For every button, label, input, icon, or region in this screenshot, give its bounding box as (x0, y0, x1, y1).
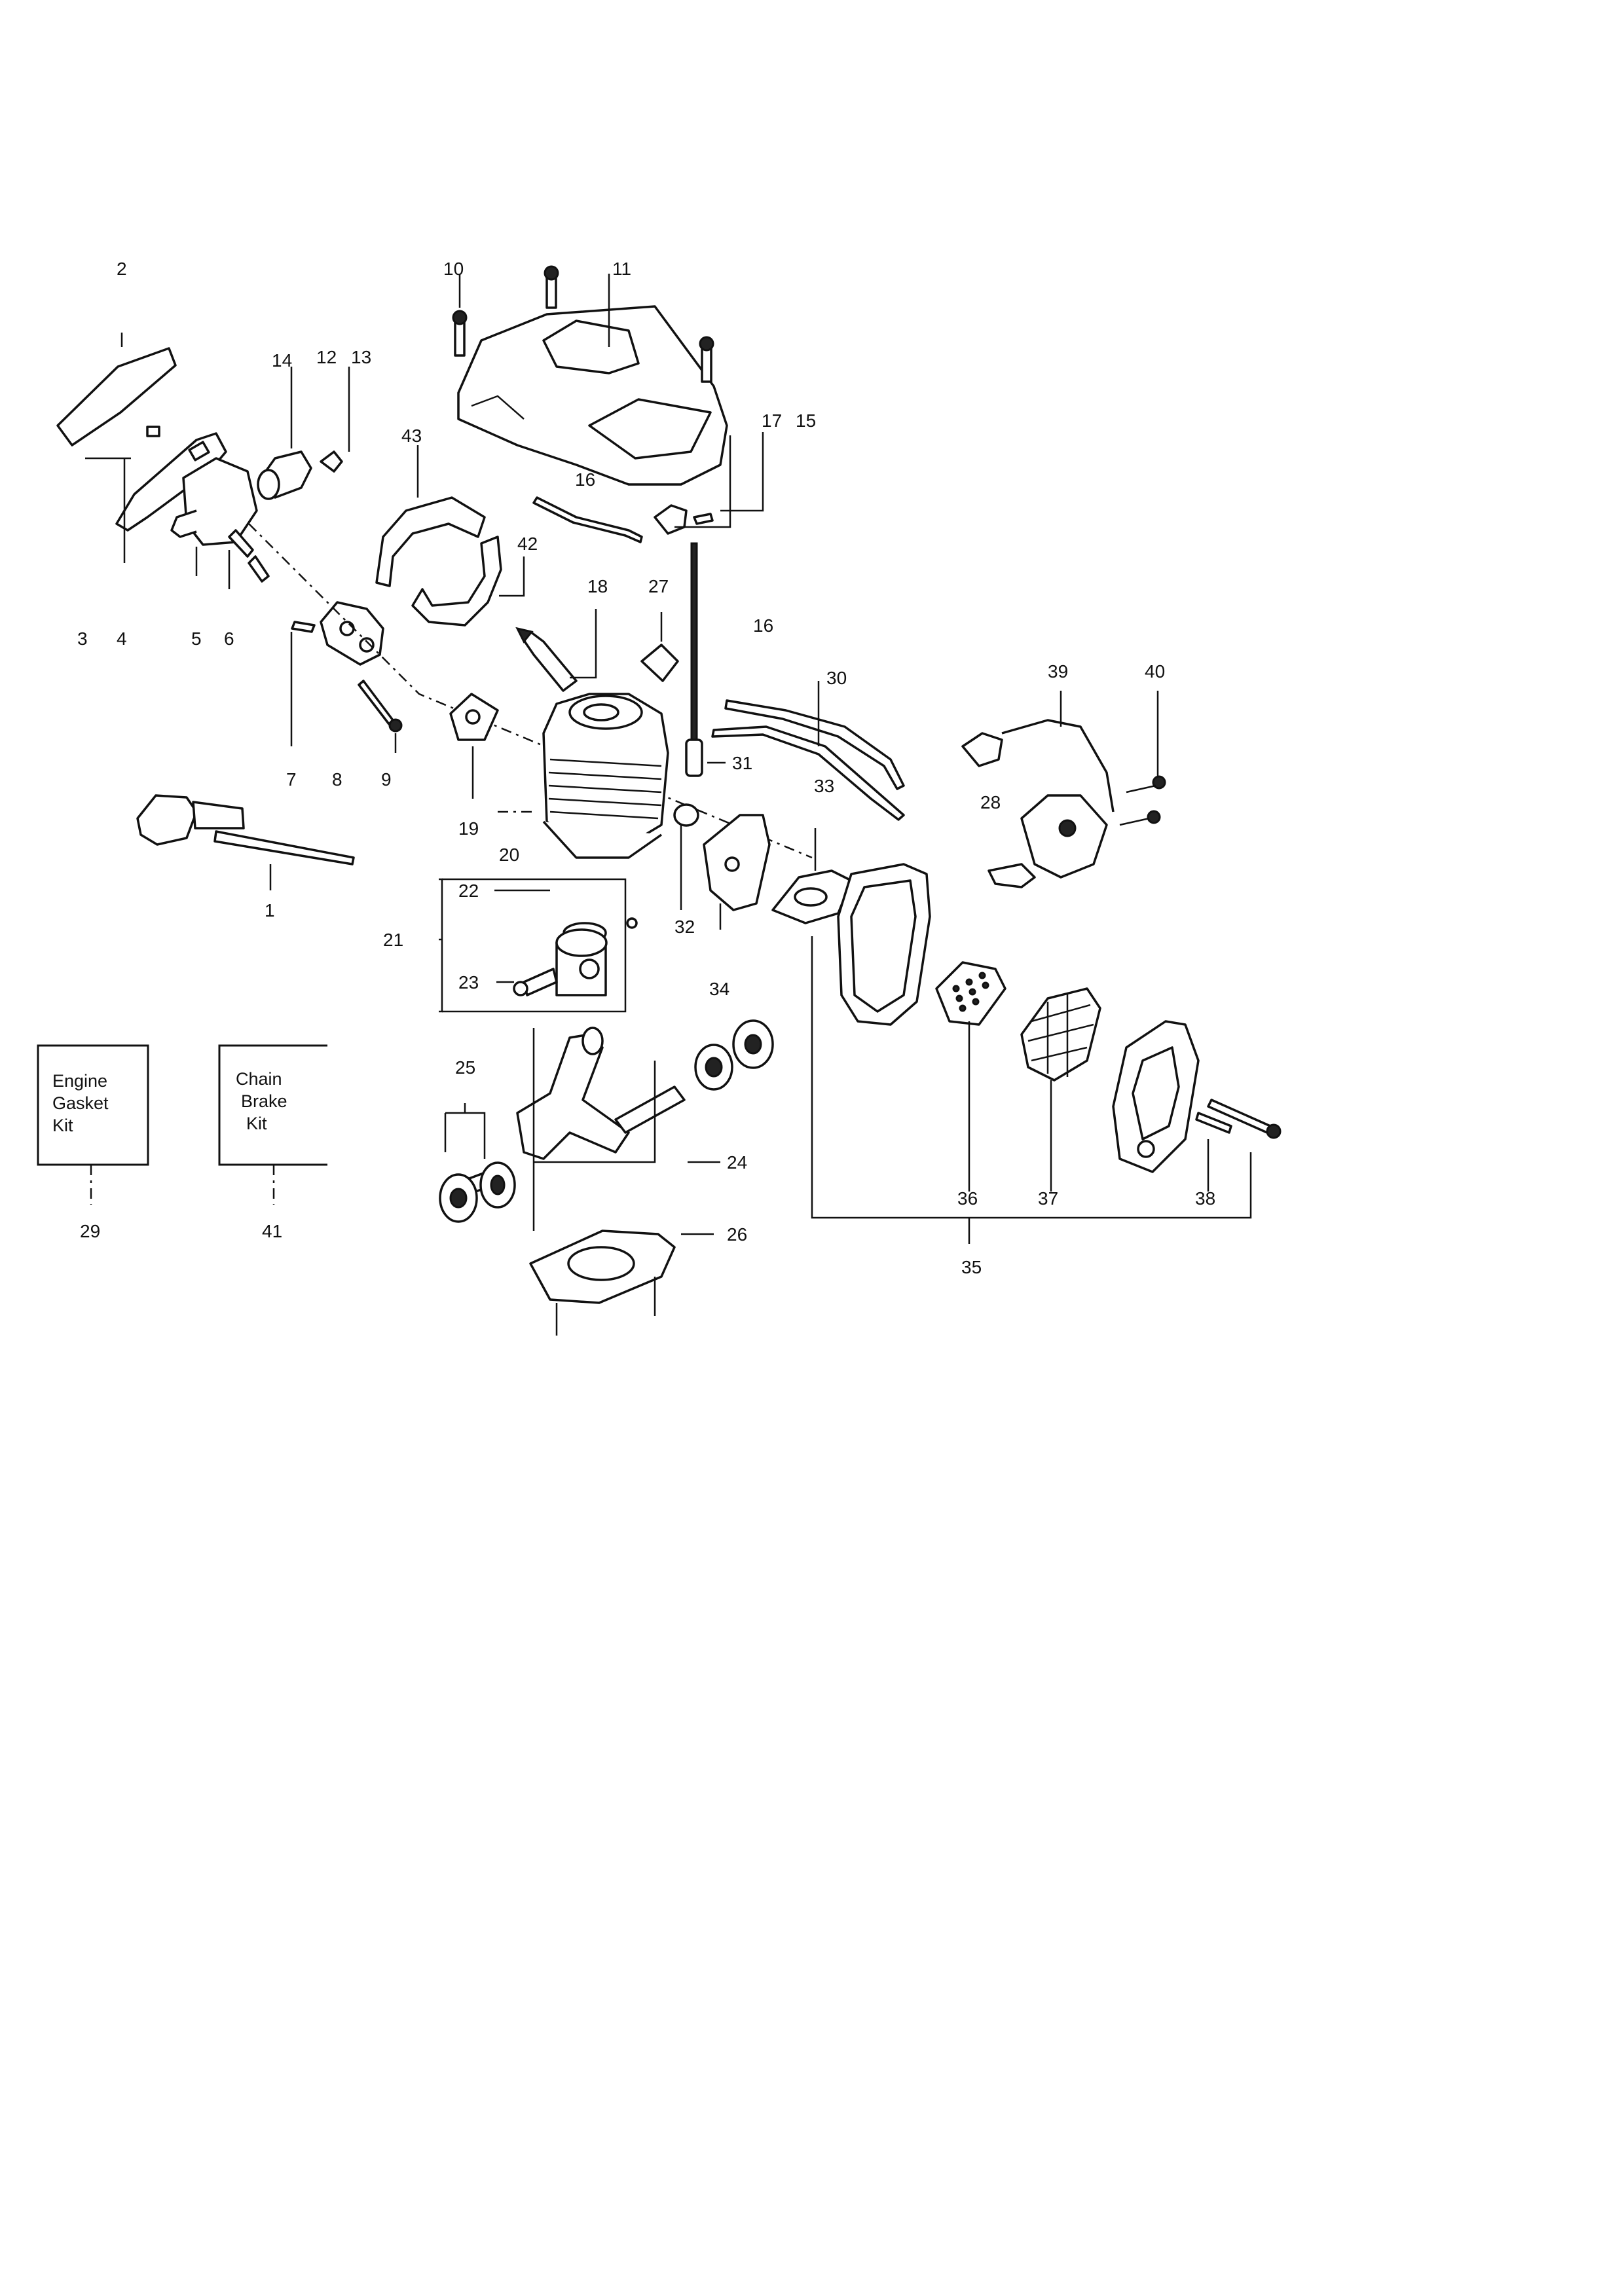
callout-13: 13 (351, 347, 371, 367)
callout-8: 8 (332, 769, 342, 790)
svg-text:Engine: Engine (52, 1071, 107, 1091)
callout-41: 41 (262, 1221, 282, 1241)
crank-bearings-part (439, 1019, 774, 1223)
callout-18: 18 (587, 576, 608, 596)
bar-wrench-part (136, 794, 355, 890)
muffler-bracket-part (703, 814, 771, 930)
callout-7: 7 (286, 769, 297, 790)
heat-shield-lower-part (411, 536, 525, 627)
spark-plug-boot-part (640, 612, 679, 682)
callout-42: 42 (517, 534, 538, 554)
callout-34: 34 (709, 979, 729, 999)
muffler-cover-part (811, 936, 1282, 1244)
svg-text:Chain: Chain (236, 1069, 282, 1089)
callout-33: 33 (814, 776, 834, 796)
top-cover-part (452, 265, 728, 486)
callout-43: 43 (401, 426, 422, 446)
callout-16-lower: 16 (753, 615, 773, 636)
callout-15: 15 (796, 410, 816, 431)
muffler-plate-part (935, 961, 1006, 1192)
crankcase-half-part (529, 1230, 714, 1336)
engine-gasket-kit-box: Engine Gasket Kit (37, 1044, 149, 1205)
callout-17: 17 (762, 410, 782, 431)
callout-32: 32 (674, 917, 695, 937)
callout-23: 23 (458, 972, 479, 993)
ignition-wires-part (711, 681, 905, 821)
callout-16-upper: 16 (575, 469, 595, 490)
muffler-body-part (837, 863, 931, 1026)
intake-boot-part (257, 367, 350, 500)
callout-25: 25 (455, 1057, 475, 1078)
callout-28: 28 (980, 792, 1001, 812)
callout-14: 14 (272, 350, 292, 371)
carburetor-assembly-part (85, 426, 270, 589)
ignition-module-part (961, 691, 1166, 888)
callout-3: 3 (77, 629, 88, 649)
piston-assembly-part (439, 878, 638, 1013)
callout-39: 39 (1048, 661, 1068, 682)
cylinder-part (498, 693, 669, 859)
svg-text:Kit: Kit (52, 1116, 73, 1135)
callout-20: 20 (499, 845, 519, 865)
callout-31: 31 (732, 753, 752, 773)
callout-6: 6 (224, 629, 234, 649)
callout-29: 29 (80, 1221, 100, 1241)
fuel-line-part (532, 432, 764, 777)
callout-labels: 1 2 3 4 5 6 7 8 9 10 11 12 13 14 15 16 1… (77, 259, 1215, 1277)
callout-24: 24 (727, 1152, 747, 1173)
muffler-gasket-part (673, 803, 699, 910)
air-filter-cover-part (56, 333, 177, 446)
svg-text:Brake: Brake (241, 1091, 287, 1111)
callout-22: 22 (458, 881, 479, 901)
callout-19: 19 (458, 818, 479, 839)
intake-adapter-part (248, 523, 813, 859)
callout-27: 27 (648, 576, 669, 596)
callout-9: 9 (381, 769, 392, 790)
callout-5: 5 (191, 629, 202, 649)
exhaust-gasket-part (771, 828, 853, 924)
callout-1: 1 (265, 900, 275, 920)
svg-text:Gasket: Gasket (52, 1093, 109, 1113)
callout-30: 30 (826, 668, 847, 688)
cylinder-gasket-part (449, 693, 499, 799)
callout-12: 12 (316, 347, 337, 367)
callout-11: 11 (612, 259, 631, 279)
callout-21: 21 (383, 930, 403, 950)
spark-arrestor-screen-part (1020, 987, 1101, 1192)
callout-37: 37 (1038, 1188, 1058, 1209)
callout-2: 2 (117, 259, 127, 279)
chain-brake-kit-box: Chain Brake Kit (218, 1044, 327, 1205)
callout-26: 26 (727, 1224, 747, 1245)
callout-38: 38 (1195, 1188, 1215, 1209)
spark-plug-part (515, 609, 597, 692)
callout-4: 4 (117, 629, 127, 649)
callout-10: 10 (443, 259, 464, 279)
callout-35: 35 (961, 1257, 982, 1277)
callout-36: 36 (957, 1188, 978, 1209)
svg-text:Kit: Kit (246, 1114, 267, 1133)
callout-40: 40 (1145, 661, 1165, 682)
heat-shield-upper-part (375, 445, 486, 587)
